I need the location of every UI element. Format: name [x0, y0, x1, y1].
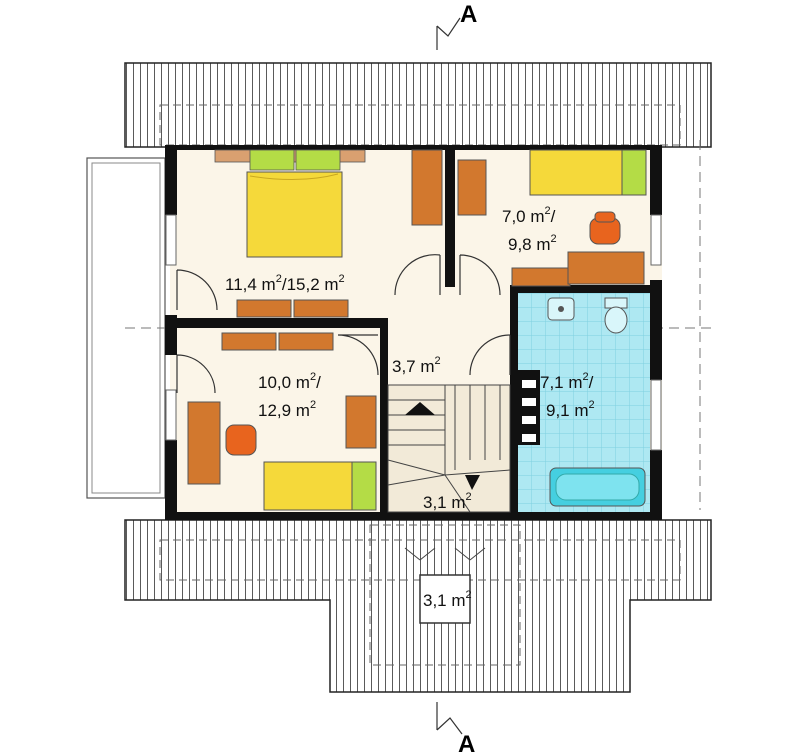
wardrobe [411, 149, 443, 226]
desk [567, 251, 645, 285]
double-bed [246, 171, 343, 258]
chair [225, 424, 257, 456]
section-letter-bottom: A [458, 731, 475, 754]
room-label-bedroom-large: 11,4 m2/15,2 m2 [225, 273, 345, 294]
bedroom-large-furniture [214, 149, 443, 318]
room-label-bathroom-total: 9,1 m2 [546, 399, 595, 420]
section-marker-top: A [436, 1, 477, 50]
bedroom-medium-furniture [187, 332, 377, 511]
room-label-bedroom-small-area: 7,0 m2/ [502, 205, 556, 226]
staircase [387, 384, 511, 513]
roof-top [124, 62, 712, 148]
section-marker-bottom: A [436, 702, 475, 754]
desk [187, 401, 221, 485]
room-label-bedroom-small-total: 9,8 m2 [508, 233, 557, 254]
pillow [295, 149, 341, 171]
bathroom-fixtures [518, 297, 646, 507]
roof-bottom [124, 519, 712, 693]
windows [165, 214, 662, 451]
room-label-hall: 3,7 m2 [392, 355, 441, 376]
doors [176, 254, 511, 394]
walls [165, 145, 662, 520]
bedroom-small-furniture [457, 149, 647, 287]
room-label-stairs: 3,1 m2 [423, 491, 472, 512]
room-label-balcony: 3,1 m2 [423, 589, 472, 610]
room-label-bedroom-medium-total: 12,9 m2 [258, 399, 316, 420]
room-label-bedroom-medium-area: 10,0 m2/ [258, 371, 321, 392]
pillow [249, 149, 295, 171]
roof-window [419, 574, 471, 624]
section-letter-top: A [460, 1, 477, 28]
room-label-bathroom-area: 7,1 m2/ [540, 371, 594, 392]
